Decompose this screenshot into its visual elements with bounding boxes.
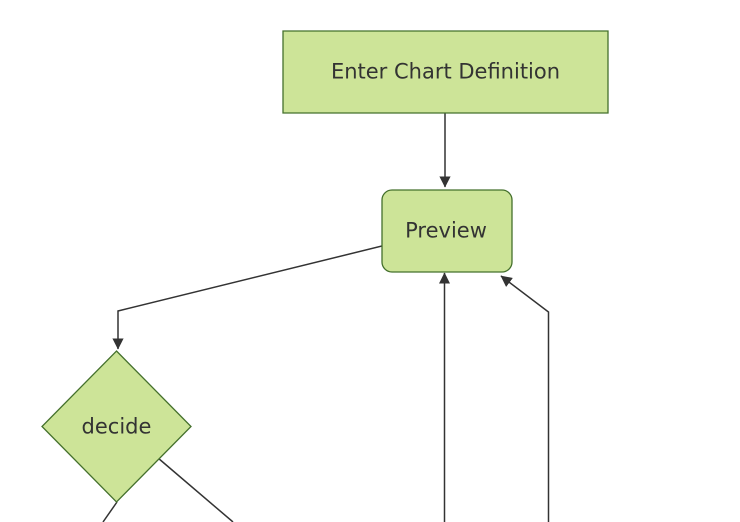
node-enter-chart-definition: [282, 30, 609, 114]
edge-decide-to-offscreen-left: [102, 501, 118, 522]
edge-preview-to-decide: [112, 245, 383, 350]
edges-layer: [102, 113, 550, 522]
node-decide: [41, 350, 192, 503]
nodes-layer: [41, 30, 609, 503]
node-preview: [381, 189, 513, 273]
edge-offscreen-to-preview-corner: [500, 275, 550, 522]
edge-decide-to-offscreen-right: [157, 457, 234, 522]
